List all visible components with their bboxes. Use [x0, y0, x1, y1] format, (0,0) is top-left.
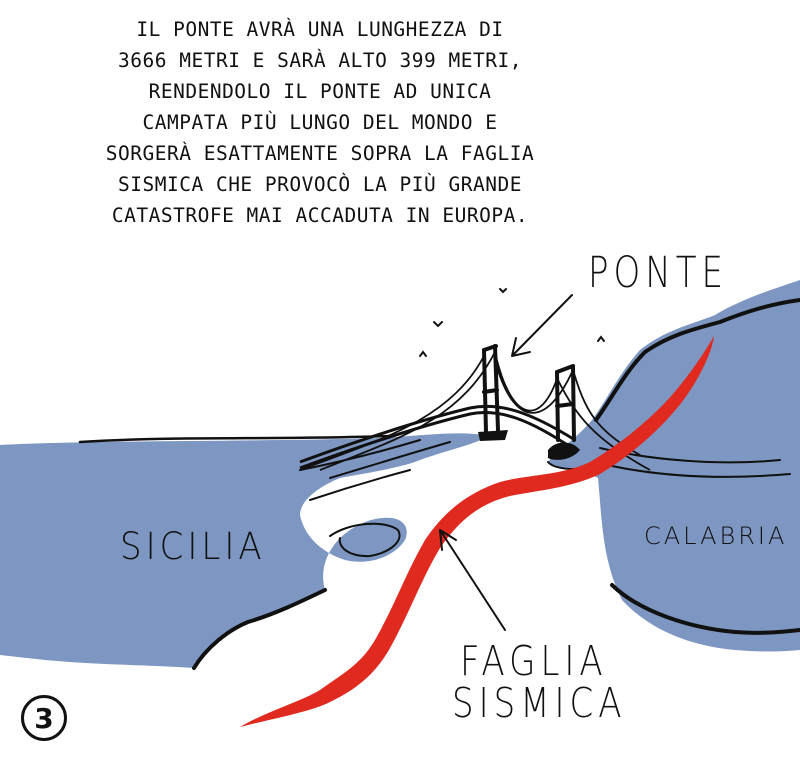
bridge-pier-left [478, 430, 508, 441]
sicily-landmass [0, 433, 490, 668]
fault-label-line1: FAGLIA [460, 638, 608, 686]
bridge-cables [299, 351, 651, 471]
bridge-pier-right [548, 442, 580, 460]
sicily-label: SICILIA [120, 525, 266, 569]
faglia-arrow [439, 529, 506, 631]
bridge-tower-left [482, 344, 500, 434]
sicily-coastline [192, 588, 327, 670]
sicily-top-coast [78, 434, 392, 444]
calabria-label: CALABRIA [644, 522, 788, 550]
bridge-deck [299, 404, 576, 470]
fault-label-line2: SISMICA [452, 680, 627, 728]
bridge-label: PONTE [588, 248, 728, 298]
calabria-coastline [594, 298, 800, 422]
sicily-shore-lines [299, 439, 451, 558]
calabria-south-coast [610, 583, 800, 635]
page-number-badge: 3 [21, 695, 67, 741]
calabria-landmass [548, 280, 800, 652]
caption-text: IL PONTE AVRÀ UNA LUNGHEZZA DI 3666 METR… [105, 18, 535, 227]
ponte-arrow [511, 294, 573, 357]
page-number: 3 [34, 701, 54, 735]
bridge-tower-right [555, 364, 576, 442]
seagulls [419, 288, 605, 357]
